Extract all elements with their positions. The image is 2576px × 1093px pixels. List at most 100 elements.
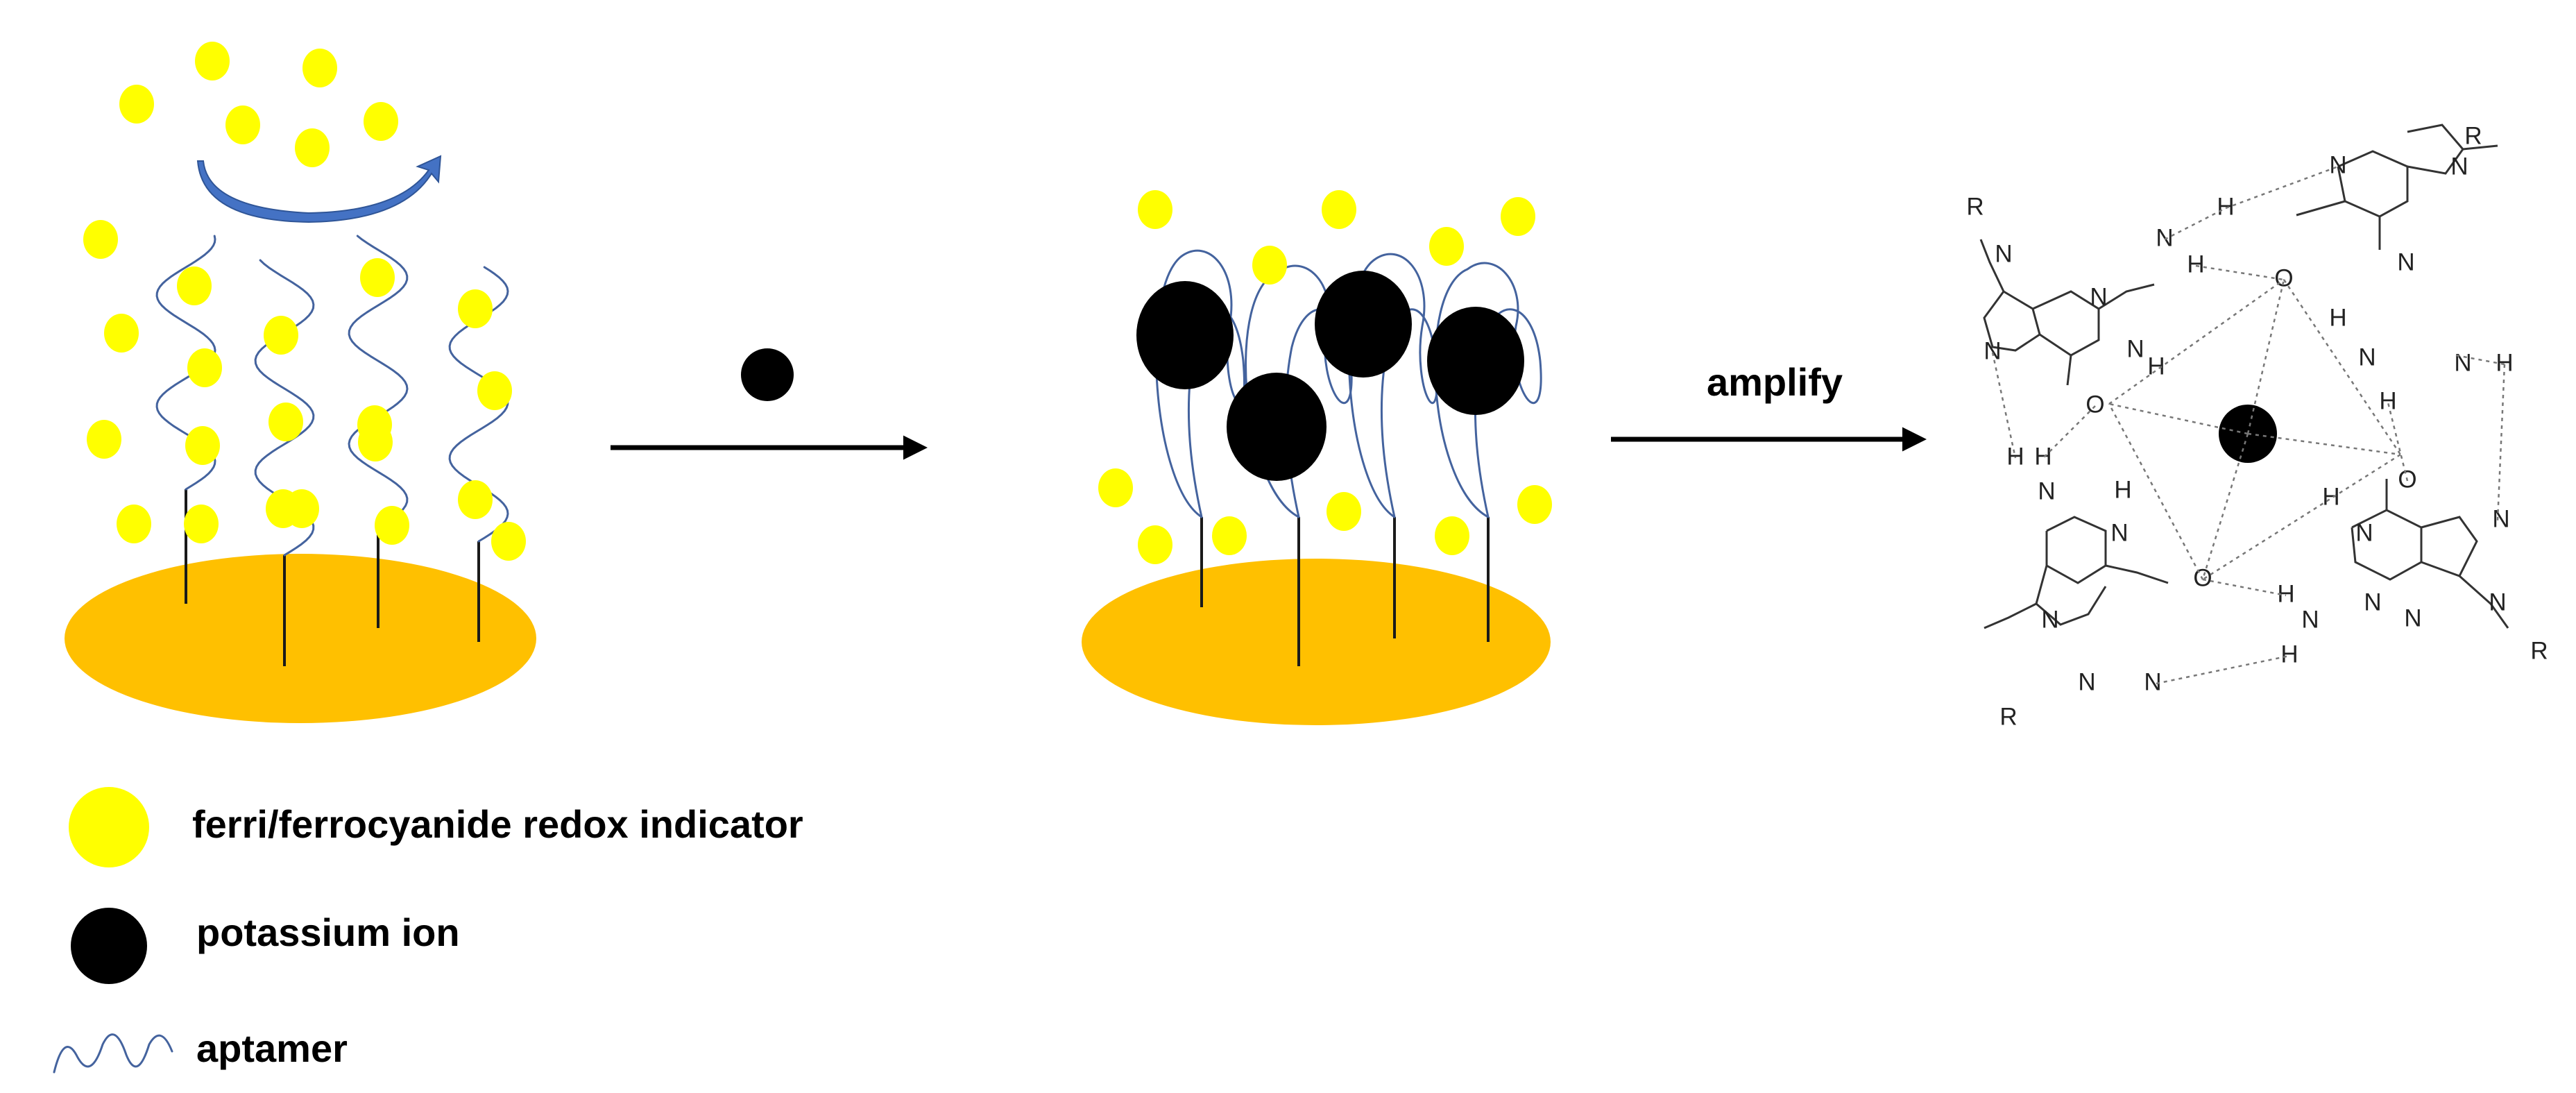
- chemical-bond: [2462, 144, 2498, 151]
- legend-item-redox: ferri/ferrocyanide redox indicator: [69, 787, 803, 867]
- legend-yellow-circle-icon: [69, 787, 149, 867]
- redox-indicator-dot: [1429, 227, 1464, 266]
- redox-indicator-dot: [375, 506, 409, 545]
- redox-indicator-dot: [1138, 525, 1172, 564]
- atom-label: H: [2114, 476, 2131, 503]
- bound-potassium-ion: [1315, 271, 1412, 378]
- potassium-ions-bound: [1136, 271, 1524, 481]
- chemical-bond: [2459, 575, 2509, 629]
- redox-indicator-dot: [1435, 516, 1469, 555]
- atom-label: N: [2489, 588, 2506, 616]
- redox-indicator-dot: [184, 505, 219, 543]
- redox-indicator-dot: [302, 49, 337, 87]
- redox-indicator-dot: [225, 105, 260, 144]
- hydrogen-bond: [2202, 453, 2401, 581]
- redox-indicator-dot: [264, 316, 298, 355]
- atom-label: N: [2110, 519, 2128, 546]
- redox-indicator-dot: [1098, 468, 1133, 507]
- chemical-bond: [2032, 290, 2100, 357]
- amplify-label: amplify: [1707, 360, 1843, 404]
- redox-indicator-dot: [491, 522, 526, 561]
- atom-label: H: [2329, 304, 2346, 331]
- atom-label: H: [2379, 387, 2396, 414]
- atom-label: H: [2280, 641, 2298, 668]
- atom-label: N: [2144, 668, 2161, 695]
- legend-label-redox: ferri/ferrocyanide redox indicator: [192, 802, 803, 846]
- legend-label-potassium: potassium ion: [196, 910, 460, 954]
- redox-indicator-dot: [104, 314, 139, 353]
- legend-black-circle-icon: [71, 908, 147, 984]
- legend-item-aptamer: aptamer: [53, 1026, 348, 1074]
- redox-indicator-dot: [1252, 246, 1287, 285]
- redox-indicator-dot: [358, 423, 393, 461]
- redox-indicator-dot: [117, 505, 151, 543]
- reaction-arrow-1: [611, 348, 928, 460]
- atom-label: H: [2006, 443, 2024, 470]
- atom-label: N: [2454, 349, 2471, 376]
- hydrogen-bond: [2246, 279, 2285, 434]
- redox-indicator-dot: [1501, 197, 1535, 236]
- bound-potassium-ion: [1427, 307, 1524, 415]
- hydrogen-bond: [2195, 264, 2285, 281]
- hydrogen-bond: [2387, 402, 2409, 482]
- redox-indicator-dot: [1327, 492, 1361, 531]
- chemical-bond: [2296, 200, 2346, 217]
- redox-indicator-dot: [195, 42, 230, 81]
- atom-label: N: [2078, 668, 2095, 695]
- redox-indicator-dot: [83, 220, 118, 259]
- atom-label: R: [2530, 637, 2548, 664]
- redox-indicator-dot: [477, 371, 512, 410]
- chemical-bond: [2421, 516, 2478, 577]
- bound-potassium-ion: [1136, 281, 1234, 389]
- atom-label: H: [2034, 443, 2052, 470]
- folded-aptamer-strand: [1245, 264, 1353, 518]
- atom-label: N: [2126, 335, 2144, 362]
- chemical-bond: [2066, 355, 2072, 386]
- hydrogen-bond: [2496, 364, 2506, 521]
- atom-label: N: [2492, 505, 2509, 532]
- redox-indicator-dot: [458, 289, 493, 328]
- atom-label: N: [1995, 240, 2012, 267]
- atom-label: N: [2038, 477, 2055, 505]
- redox-indicator-dot: [268, 403, 303, 441]
- atom-label: N: [2364, 588, 2381, 616]
- redox-indicator-dot: [119, 85, 154, 124]
- chemical-bond: [2098, 283, 2155, 310]
- hydrogen-bond: [2201, 433, 2249, 580]
- redox-indicator-dot: [187, 348, 222, 387]
- atom-label: O: [2274, 264, 2293, 291]
- atom-label: N: [2301, 606, 2319, 633]
- hydrogen-bond: [2247, 432, 2401, 456]
- atom-label: H: [2217, 193, 2234, 220]
- redox-indicator-dot: [284, 489, 319, 528]
- atom-label: O: [2085, 391, 2104, 418]
- redox-indicator-dot: [458, 480, 493, 519]
- atom-label: N: [2404, 604, 2421, 632]
- aptamer-strand: [348, 235, 409, 529]
- atom-label: N: [2358, 344, 2375, 371]
- chemical-bond: [2105, 564, 2169, 584]
- hydrogen-bond: [1991, 352, 2017, 459]
- hydrogen-bond: [2108, 278, 2285, 405]
- redox-indicator-dot: [1138, 190, 1172, 229]
- hydrogen-bond: [2455, 354, 2505, 366]
- redox-indicators-left: [83, 42, 526, 561]
- gold-electrode-middle: [1082, 559, 1551, 725]
- atom-label: N: [2450, 153, 2468, 180]
- chemical-bond: [2337, 150, 2409, 218]
- atom-label: H: [2322, 483, 2339, 510]
- gold-electrode-left: [65, 554, 536, 723]
- hydrogen-bond: [2042, 405, 2096, 459]
- atom-label: H: [2147, 353, 2165, 380]
- redox-indicator-dot: [295, 128, 330, 167]
- atom-label: N: [2090, 283, 2107, 310]
- atom-label: H: [2496, 349, 2513, 376]
- hydrogen-bond: [2225, 165, 2339, 210]
- chemical-bond: [2035, 565, 2107, 626]
- atom-label: N: [2355, 519, 2373, 546]
- redox-indicator-dot: [1517, 485, 1552, 524]
- redox-indicator-dot: [177, 266, 212, 305]
- legend-label-aptamer: aptamer: [196, 1026, 348, 1070]
- panel-bound: [1082, 190, 1552, 725]
